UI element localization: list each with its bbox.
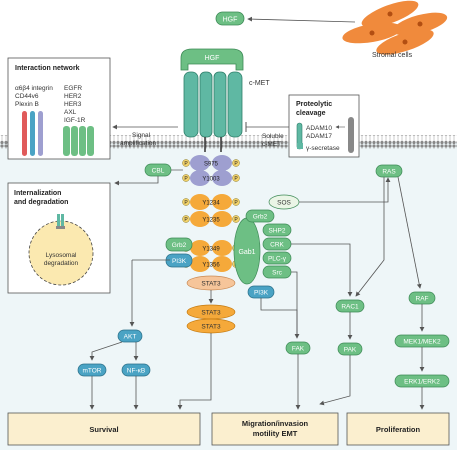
sos-label: SOS xyxy=(277,200,291,207)
internalization-title-line1: Internalization xyxy=(14,190,61,197)
kinase-domain xyxy=(190,155,232,272)
akt-node xyxy=(117,329,143,343)
rac1-label: RAC1 xyxy=(341,304,359,311)
proteolytic-cleavage-box: Proteolytic cleavage ADAM10 ADAM17 γ-sec… xyxy=(288,94,360,158)
grb2-right-label: Grb2 xyxy=(253,214,268,221)
stromal-cells xyxy=(342,0,448,55)
survival-box xyxy=(7,412,201,446)
pi3k-left-label: PI3K xyxy=(172,258,187,265)
fak-label: FAK xyxy=(292,346,305,353)
lysosome-line2: degradation xyxy=(44,260,79,267)
site-y1235: Y1235 xyxy=(202,218,220,224)
interaction-network-title: Interaction network xyxy=(15,65,80,72)
phospho-p-label: P xyxy=(184,161,188,167)
hgf-top-node xyxy=(215,11,245,26)
network-item-plexin: Plexin B xyxy=(15,101,39,108)
pak-label: PAK xyxy=(344,347,357,354)
interaction-network-box: Interaction network α6β4 integrin CD44v6… xyxy=(7,57,111,160)
stat3-dimer-top-label: STAT3 xyxy=(201,310,221,317)
stat3-label: STAT3 xyxy=(201,281,221,288)
proliferation-label: Proliferation xyxy=(376,425,421,434)
pi3k-left-node xyxy=(165,253,193,268)
ras-node xyxy=(375,164,403,178)
survival-label: Survival xyxy=(89,425,118,434)
raf-label: RAF xyxy=(416,296,429,303)
erk-label: ERK1/ERK2 xyxy=(404,379,440,386)
migration-label-line2: motility EMT xyxy=(253,429,298,438)
phospho-p-label: P xyxy=(234,176,238,182)
network-item-cd44v6: CD44v6 xyxy=(15,93,39,100)
network-item-igf1r: IGF-1R xyxy=(64,117,86,124)
phospho-p-label: P xyxy=(234,217,238,223)
nfkb-label: NF-κB xyxy=(127,368,145,375)
network-item-integrin: α6β4 integrin xyxy=(15,85,53,92)
cmet-label: c-MET xyxy=(249,80,270,87)
internalization-box: Internalization and degradation Lysosoma… xyxy=(7,182,111,294)
network-item-her3: HER3 xyxy=(64,101,82,108)
migration-label-line1: Migration/invasion xyxy=(242,419,309,428)
soluble-cmet-line2: c-MET xyxy=(262,141,281,148)
site-y1234: Y1234 xyxy=(202,201,220,207)
gab1-label: Gab1 xyxy=(238,249,255,256)
site-y1349: Y1349 xyxy=(202,247,220,253)
shp2-label: SHP2 xyxy=(269,228,286,235)
ras-label: RAS xyxy=(382,169,396,176)
proteolytic-title-line2: cleavage xyxy=(296,110,326,117)
grb2-right-node xyxy=(245,209,275,223)
gamma-secretase-label: γ-secretase xyxy=(306,145,340,152)
phospho-p-label: P xyxy=(184,217,188,223)
stromal-label: Stromal cells xyxy=(372,52,413,59)
cmet-receptor xyxy=(183,71,243,152)
phospho-p-label: P xyxy=(184,176,188,182)
site-y1003: Y1003 xyxy=(202,177,220,183)
phospho-p-label: P xyxy=(184,200,188,206)
network-item-egfr: EGFR xyxy=(64,85,82,92)
adam10-label: ADAM10 xyxy=(306,125,332,132)
mek-label: MEK1/MEK2 xyxy=(403,339,441,346)
mtor-label: mTOR xyxy=(82,368,101,375)
hgf-top-label: HGF xyxy=(223,17,238,24)
site-y1356: Y1356 xyxy=(202,263,220,269)
phospho-p-label: P xyxy=(234,200,238,206)
akt-label: AKT xyxy=(124,334,137,341)
hgf-receptor-ligand xyxy=(180,48,244,71)
plcg-label: PLC-γ xyxy=(268,256,287,263)
pi3k-right-label: PI3K xyxy=(254,290,269,297)
plcg-node xyxy=(262,251,292,265)
grb2-left-label: Grb2 xyxy=(172,242,187,249)
site-s975: S975 xyxy=(204,162,219,168)
phospho-p-label: P xyxy=(234,161,238,167)
grb2-left-node xyxy=(165,237,193,252)
soluble-cmet-line1: Soluble xyxy=(262,133,284,140)
cbl-to-internalization-arrow xyxy=(114,176,159,186)
crk-label: CRK xyxy=(270,242,284,249)
cbl-label: CBL xyxy=(152,168,165,175)
proliferation-box xyxy=(346,412,450,446)
proteolytic-title-line1: Proteolytic xyxy=(296,101,332,108)
phosphosite-labels: S975 Y1003 Y1234 Y1235 Y1349 Y1356 xyxy=(202,162,220,269)
migration-box xyxy=(211,412,339,446)
stromal-to-hgf-arrow xyxy=(247,16,356,23)
shp2-node xyxy=(262,223,292,237)
network-item-her2: HER2 xyxy=(64,93,82,100)
internalization-title-line2: and degradation xyxy=(14,199,68,206)
src-label: Src xyxy=(272,270,283,277)
hgf-receptor-label: HGF xyxy=(205,55,220,62)
lysosome-line1: Lysosomal xyxy=(46,252,77,259)
network-item-axl: AXL xyxy=(64,109,77,116)
signal-amplification-line1: Signal xyxy=(132,132,151,139)
stat3-dimer-bottom-label: STAT3 xyxy=(201,324,221,331)
signal-amplification-line2: amplification xyxy=(120,140,157,147)
adam17-label: ADAM17 xyxy=(306,133,332,140)
